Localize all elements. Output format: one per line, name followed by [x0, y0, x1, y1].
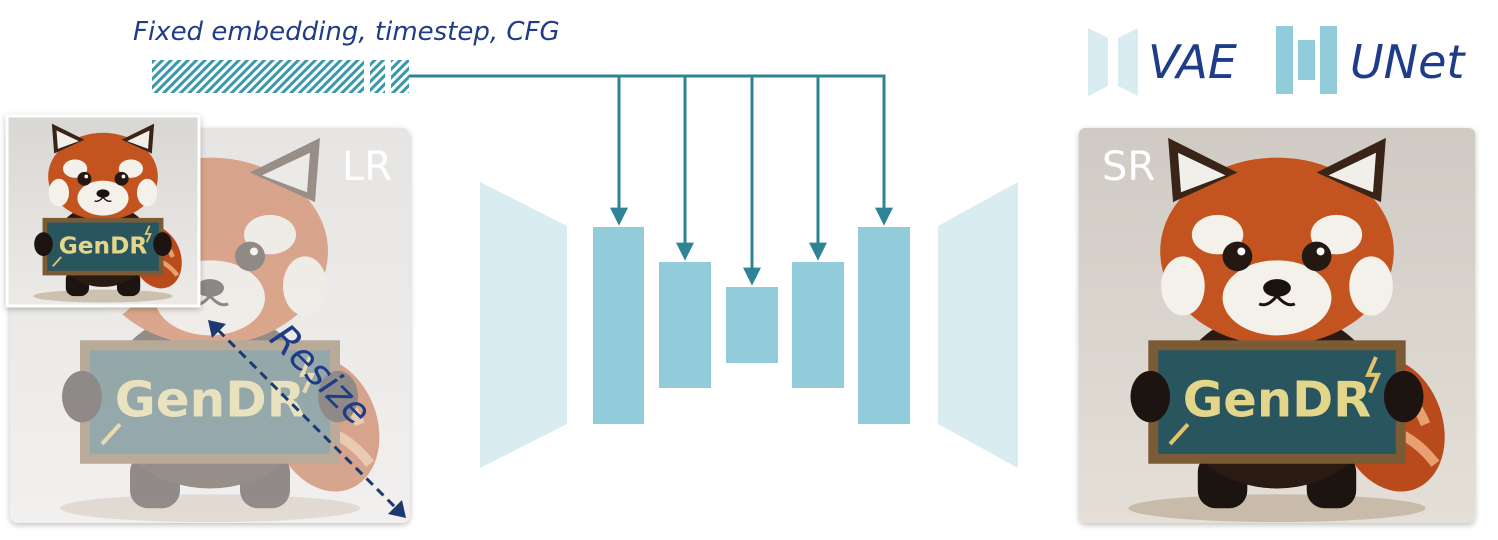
thumbnail-red-panda: GenDR [33, 124, 190, 303]
lr-label: LR [342, 144, 392, 190]
unet-mid-block [726, 287, 778, 363]
vae-legend-icon-right [1118, 28, 1138, 96]
timestep-segment [370, 60, 385, 93]
lr-sign-text: GenDR [115, 371, 305, 429]
vae-encoder [480, 182, 567, 468]
unet-down-block-2 [659, 262, 711, 388]
embedding-caption: Fixed embedding, timestep, CFG [133, 17, 560, 47]
unet-legend-icon-bar-3 [1320, 26, 1337, 94]
lr-thumbnail: GenDR [5, 114, 201, 308]
vae-legend-icon-left [1088, 28, 1108, 96]
vae-decoder [938, 182, 1018, 468]
lr-red-panda: GenDR [60, 138, 398, 522]
text-embedding-segment [152, 60, 364, 93]
sr-sign-text: GenDR [1183, 370, 1372, 428]
conditioning-arrows [409, 74, 893, 286]
unet-up-block-1 [792, 262, 844, 388]
sr-image: GenDR SR [1079, 128, 1475, 523]
unet-down-block-1 [593, 227, 644, 424]
unet-legend-icon-bar-1 [1276, 26, 1293, 94]
cfg-segment [391, 60, 409, 93]
sr-label: SR [1102, 144, 1155, 190]
unet-legend-label: UNet [1350, 35, 1466, 89]
legend: VAE UNet [1088, 26, 1466, 96]
sr-red-panda: GenDR [1129, 138, 1463, 522]
embedding-bar [152, 60, 409, 93]
unet-up-block-2 [858, 227, 910, 424]
thumbnail-sign-text: GenDR [59, 233, 148, 259]
unet-legend-icon-bar-2 [1298, 40, 1315, 80]
vae-legend-label: VAE [1148, 35, 1237, 89]
